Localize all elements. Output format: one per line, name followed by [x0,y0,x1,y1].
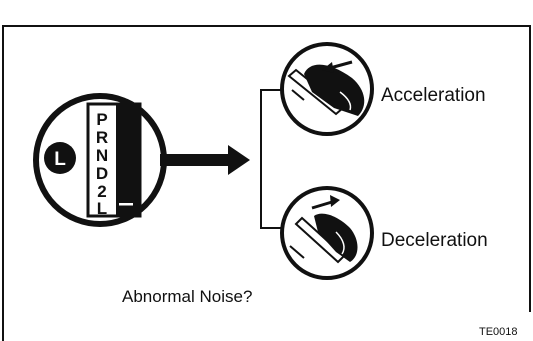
shift-pos-p: P [96,110,107,129]
shift-pos-n: N [96,146,108,165]
acceleration-pedal-circle [280,42,374,136]
shift-pos-l: L [97,199,107,218]
acceleration-label: Acceleration [381,85,486,106]
shift-pos-r: R [96,128,108,147]
branch-bracket [260,89,283,229]
figure-code: TE0018 [479,326,518,338]
shift-lever-marker [119,203,133,206]
deceleration-pedal-circle [280,186,374,280]
range-badge: L [44,142,76,174]
frame-border [2,25,531,341]
shift-gate-slot [116,104,140,216]
deceleration-label: Deceleration [381,230,488,251]
right-arrow-icon [160,145,250,175]
abnormal-noise-caption: Abnormal Noise? [122,287,253,306]
decel-shoe [314,213,358,262]
shift-indicator-circle: L P R N D 2 L [33,93,167,227]
shift-pos-d: D [96,164,108,183]
range-badge-letter: L [54,149,66,170]
shift-pos-2: 2 [97,182,106,201]
